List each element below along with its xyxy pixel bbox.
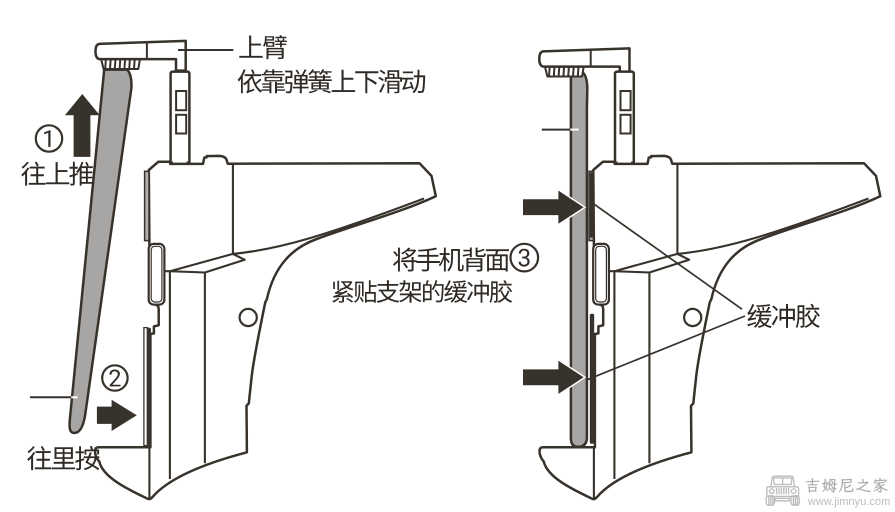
svg-text:www.jimnyu.com: www.jimnyu.com [807,496,891,508]
